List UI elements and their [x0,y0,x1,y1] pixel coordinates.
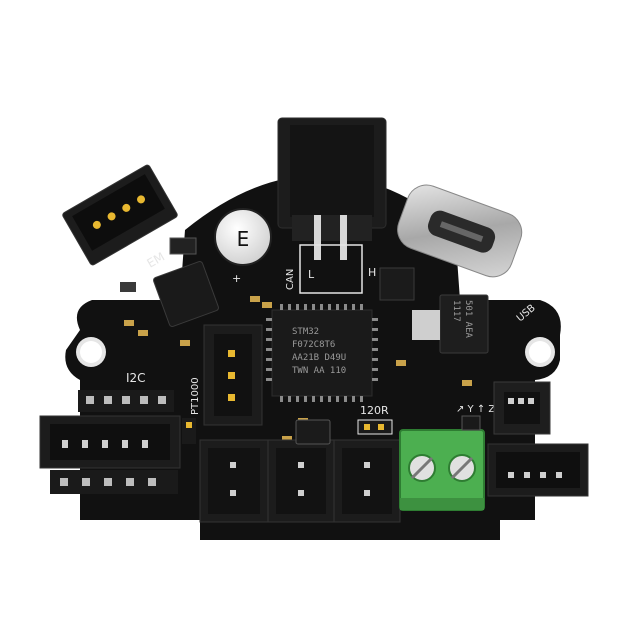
right-connector [487,443,589,497]
resistor-block [169,237,197,255]
accelerometer [461,415,481,431]
bottom-connector-3 [333,439,401,523]
capacitor-plus: + [232,272,241,285]
can-l-label: L [308,268,315,281]
i2c-label: I2C [126,371,146,385]
terminal-block [399,429,485,511]
electrolytic-capacitor: E [214,208,272,266]
mounting-hole-left [76,337,106,367]
dip-switch [493,381,551,435]
left-connector [39,415,181,469]
can-h-label: H [368,266,376,279]
bottom-pin-header [50,470,178,494]
em-connector [62,164,178,266]
jumper-header [182,418,196,444]
mcu-line-2: F072C8T6 [292,340,335,350]
mcu-line-1: STM32 [292,327,319,337]
pt1000-connector [203,324,263,426]
mcu-line-3: AA21B D49U [292,353,346,363]
can-outline [299,244,363,294]
regulator-line-2: 1117 [451,300,461,322]
mcu-line-4: TWN AA 110 [292,366,346,376]
mcu-chip: STM32 F072C8T6 AA21B D49U TWN AA 110 [266,304,378,402]
crystal [295,419,331,445]
regulator-line-1: 501 AEA [463,300,473,339]
i2c-pin-header [78,390,174,412]
smd-part [120,282,136,292]
r120-label: 120R [360,404,389,417]
r120-jumper [357,419,393,435]
can-transceiver [379,267,415,301]
em-label: EM [145,250,168,271]
capacitor-mark: E [237,227,250,251]
r120-pin-2 [378,424,384,430]
voltage-regulator: 501 AEA 1117 [412,294,489,354]
top-connector [277,117,387,260]
can-label: CAN [285,269,296,290]
mounting-hole-right [525,337,555,367]
driver-chip [153,261,219,327]
axes-label: ↗ Y ↑ Z [456,404,495,415]
pt1000-label: PT1000 [190,377,201,415]
bottom-connector-1 [199,439,269,523]
r120-pin-1 [364,424,370,430]
usb-c-port [397,184,523,278]
jumper-pin [186,422,192,428]
bottom-connector-2 [267,439,335,523]
